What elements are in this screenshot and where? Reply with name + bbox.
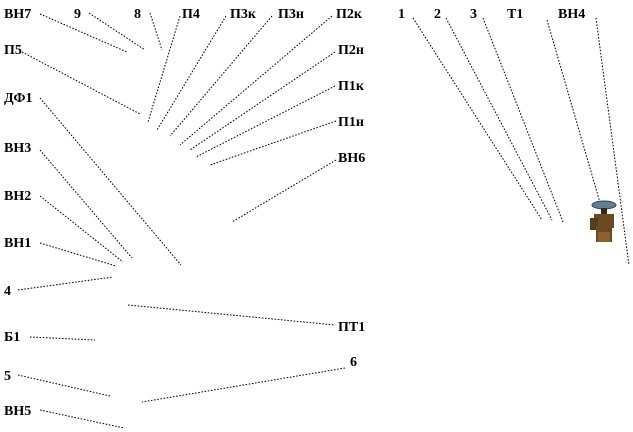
leader-p2k xyxy=(179,15,333,146)
label-2: 2 xyxy=(434,7,441,22)
leader-vn6 xyxy=(231,159,337,223)
label-vn1: ВН1 xyxy=(4,236,31,251)
label-8: 8 xyxy=(134,7,141,22)
leader-vn2 xyxy=(39,195,124,263)
leader-df1 xyxy=(39,97,182,266)
leader-vn7 xyxy=(39,13,128,53)
valve-icon xyxy=(590,200,617,242)
label-p1n: П1н xyxy=(338,115,364,130)
label-9: 9 xyxy=(74,7,81,22)
label-5: 5 xyxy=(4,369,11,384)
leader-vn1 xyxy=(39,242,117,267)
label-vn4: ВН4 xyxy=(558,7,585,22)
leader-2 xyxy=(445,17,553,221)
label-p5: П5 xyxy=(4,43,22,58)
leader-t1 xyxy=(546,19,602,207)
leader-p1n xyxy=(209,120,337,166)
label-p2n: П2н xyxy=(338,43,364,58)
label-vn3: ВН3 xyxy=(4,141,31,156)
leader-p1k xyxy=(195,85,336,158)
leader-pt1 xyxy=(127,304,336,326)
leader-3 xyxy=(482,17,564,223)
label-p2k: П2к xyxy=(336,7,363,22)
leader-vn5 xyxy=(39,409,125,429)
label-df1: ДФ1 xyxy=(4,91,32,106)
leader-p2n xyxy=(189,51,336,151)
label-vn6: ВН6 xyxy=(338,151,365,166)
leader-b1 xyxy=(29,336,96,341)
label-1: 1 xyxy=(398,7,405,22)
leader-p4 xyxy=(147,15,181,123)
label-4: 4 xyxy=(4,284,11,299)
leader-5 xyxy=(17,374,111,397)
leader-8 xyxy=(149,12,163,51)
label-vn5: ВН5 xyxy=(4,404,31,419)
leader-1 xyxy=(412,17,543,221)
label-p3n: П3н xyxy=(278,7,304,22)
label-p1k: П1к xyxy=(338,79,365,94)
leader-6 xyxy=(141,367,346,403)
leader-lines xyxy=(17,12,630,429)
label-3: 3 xyxy=(470,7,477,22)
label-vn2: ВН2 xyxy=(4,189,31,204)
label-p3k: П3к xyxy=(230,7,257,22)
leader-p3n xyxy=(169,15,273,137)
label-6: 6 xyxy=(350,355,357,370)
leader-p3k xyxy=(156,15,227,131)
leader-9 xyxy=(88,12,146,51)
label-t1: Т1 xyxy=(507,7,523,22)
label-pt1: ПТ1 xyxy=(338,320,365,335)
label-p4: П4 xyxy=(182,7,200,22)
label-vn7: ВН7 xyxy=(4,7,31,22)
labels: ВН7 9 8 П4 П3к П3н П2к П2н П1к П1н ВН6 П… xyxy=(4,7,585,419)
label-b1: Б1 xyxy=(4,330,20,345)
leader-vn3 xyxy=(39,149,133,259)
leader-p5 xyxy=(21,51,141,115)
leader-4 xyxy=(17,276,114,291)
